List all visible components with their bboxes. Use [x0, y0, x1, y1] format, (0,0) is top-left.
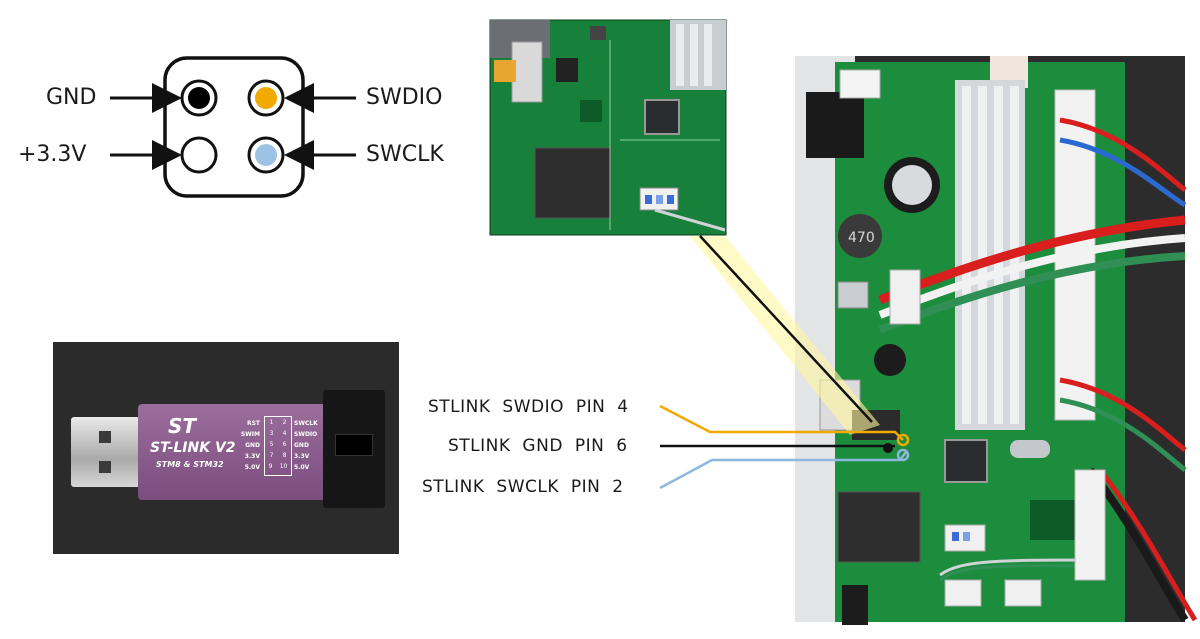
callout-highlight	[690, 236, 880, 435]
swdio-pad	[896, 433, 910, 447]
gnd-label: GND	[46, 85, 97, 110]
gnd-pad	[883, 443, 893, 453]
wire-label-gnd: STLINK GND PIN 6	[448, 436, 628, 456]
swclk-pin-fill	[255, 144, 277, 166]
swdio-label: SWDIO	[366, 85, 443, 110]
swclk-wire	[659, 451, 907, 490]
stlink-photo: ST ST-LINK V2 STM8 & STM32 RST SWIM GND …	[53, 342, 399, 554]
pinout-left: RST SWIM GND 3.3V 5.0V	[240, 420, 260, 471]
gnd-pin-fill	[188, 87, 210, 109]
swclk-pad	[896, 448, 910, 462]
pinout-right: SWCLK SWDIO GND 3.3V 5.0V	[294, 420, 318, 471]
swdio-pin-fill	[255, 87, 277, 109]
stlink-subtitle: STM8 & STM32	[156, 460, 224, 469]
stlink-body: ST ST-LINK V2 STM8 & STM32 RST SWIM GND …	[138, 404, 333, 500]
inductor-marking: 470	[848, 230, 875, 246]
stlink-header	[323, 390, 385, 508]
wire-label-swclk: STLINK SWCLK PIN 2	[422, 477, 624, 497]
swclk-label: SWCLK	[366, 142, 444, 167]
stlink-name: ST-LINK V2	[150, 440, 236, 456]
st-logo-icon: ST	[168, 414, 197, 438]
wire-label-swdio: STLINK SWDIO PIN 4	[428, 397, 629, 417]
callout-line	[699, 235, 873, 423]
v33-pin	[180, 136, 218, 174]
v33-label: +3.3V	[18, 142, 87, 167]
